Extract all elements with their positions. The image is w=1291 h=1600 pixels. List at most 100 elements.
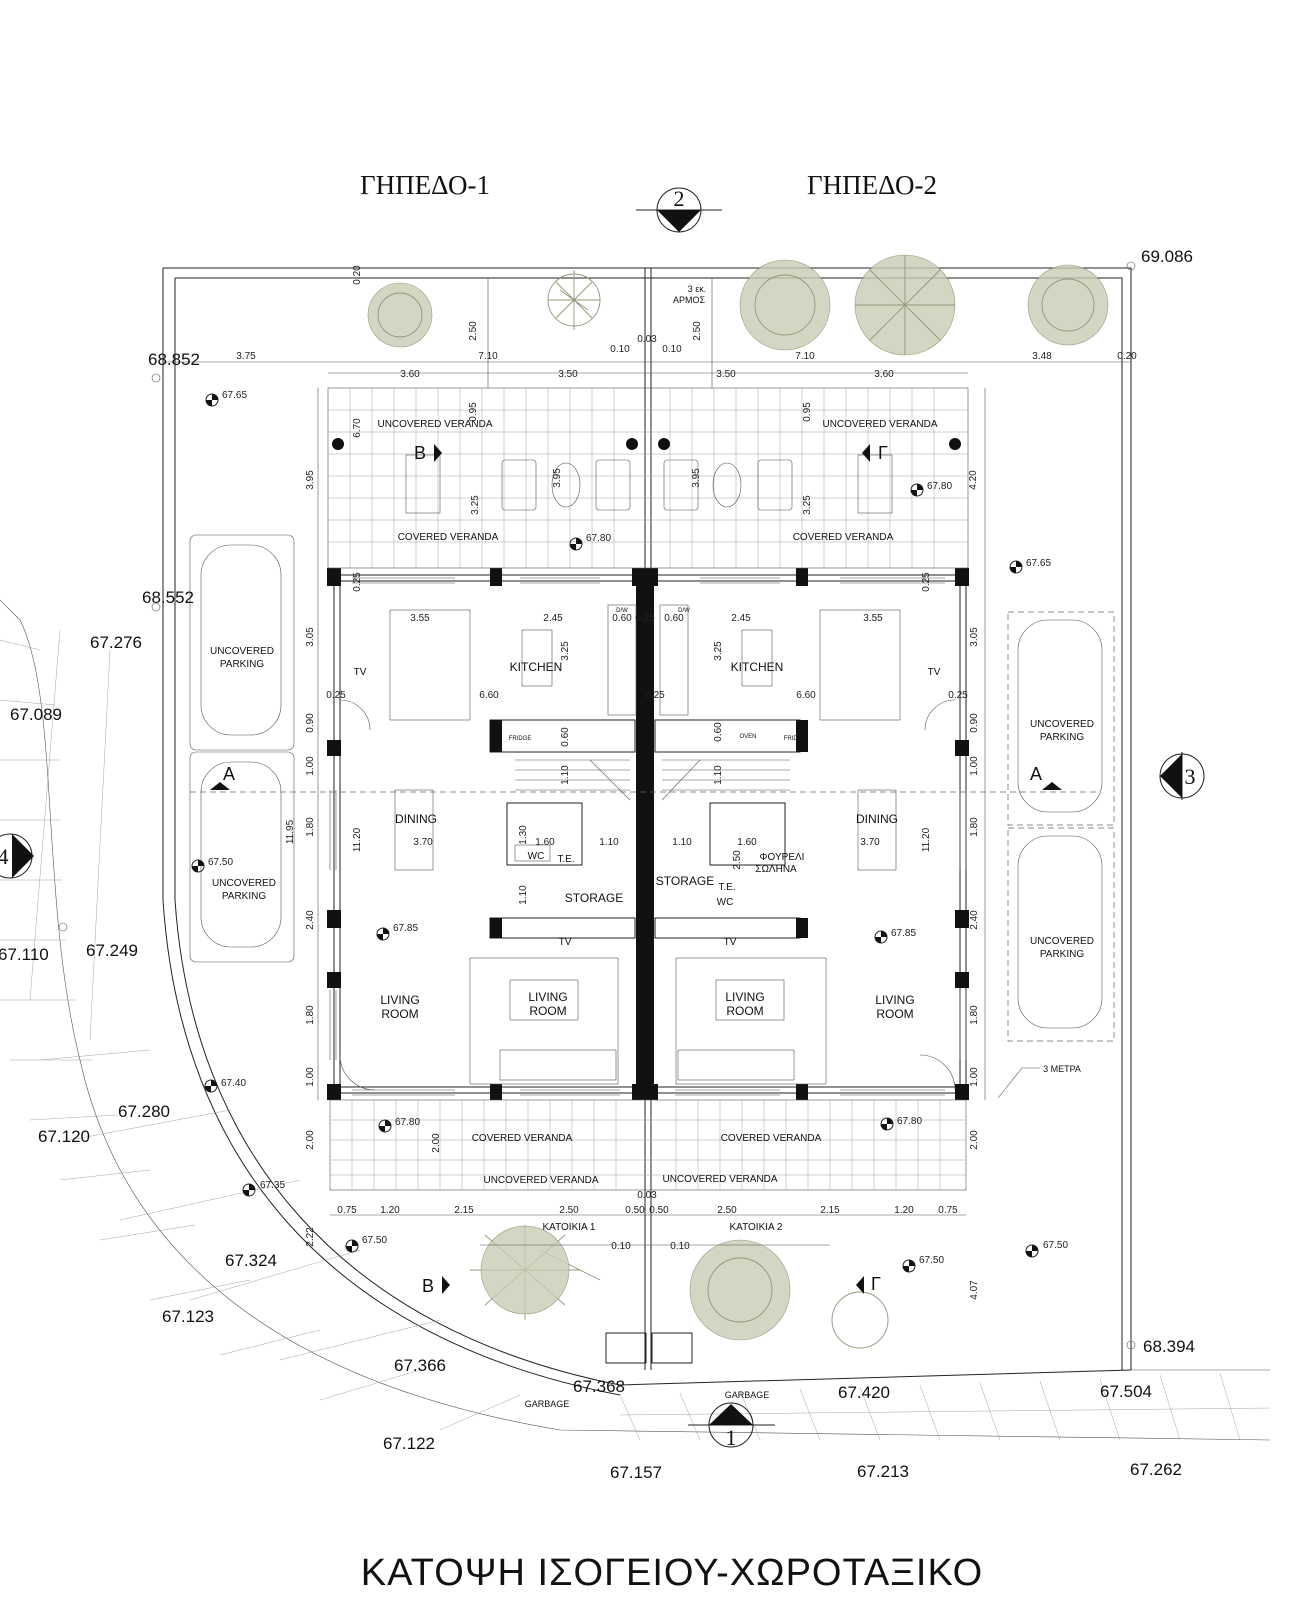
dimension-lines xyxy=(163,278,1131,1246)
dim-text: 3.70 xyxy=(413,837,433,848)
dim-text: 0.75 xyxy=(938,1205,958,1216)
garden-trees-bottom xyxy=(470,1225,889,1349)
survey-elevations: 69.086 68.852 68.552 67.276 67.089 67.11… xyxy=(0,247,1195,1482)
level-marker: 67.40 xyxy=(204,1078,246,1093)
dim-text: 3.95 xyxy=(552,468,563,488)
dim-text: 2.00 xyxy=(305,1130,316,1150)
section-cut-g: Γ xyxy=(878,443,888,463)
covered-veranda-label: COVERED VERANDA xyxy=(398,532,499,543)
elevation-text: 67.249 xyxy=(86,941,138,960)
covered-veranda-label: COVERED VERANDA xyxy=(721,1133,822,1144)
dim-text: 2.50 xyxy=(717,1205,737,1216)
section-marker-bottom-number: 1 xyxy=(726,1425,737,1450)
garden-trees-top xyxy=(367,254,1109,356)
dim-text: 4.07 xyxy=(969,1280,980,1300)
dim-text: 3.55 xyxy=(410,613,430,624)
section-cuts: A A B Γ B Γ xyxy=(190,443,1100,1296)
dim-text: 3.60 xyxy=(874,369,894,380)
covered-veranda-label: COVERED VERANDA xyxy=(472,1133,573,1144)
dim-text: 2.50 xyxy=(692,321,703,341)
tv-label: TV xyxy=(928,667,941,678)
dim-text: 2.22 xyxy=(305,1227,316,1247)
dim-text: 2.40 xyxy=(305,910,316,930)
unit-2-label: ΚΑΤΟΙΚΙΑ 2 xyxy=(730,1222,783,1233)
dim-text: 2.50 xyxy=(732,850,743,870)
level-text: 67.40 xyxy=(221,1078,246,1089)
dim-text: 1.10 xyxy=(599,837,619,848)
level-marker: 67.65 xyxy=(205,390,247,407)
room-labels: UNCOVERED VERANDA UNCOVERED VERANDA COVE… xyxy=(210,419,1094,1409)
living-room-label-line2: ROOM xyxy=(726,1004,763,1018)
dim-text: 0.10 xyxy=(662,344,682,355)
dim-text: 0.25 xyxy=(352,572,363,592)
dw-label: D/W xyxy=(678,608,690,614)
level-marker: 67.50 xyxy=(1025,1240,1068,1258)
dim-text: 3.25 xyxy=(802,495,813,515)
elevation-text: 67.368 xyxy=(573,1377,625,1396)
dim-text: 7.10 xyxy=(795,351,815,362)
living-room-label: LIVING xyxy=(875,993,914,1007)
elevation-text: 67.324 xyxy=(225,1251,277,1270)
section-marker-right: 3 xyxy=(1159,752,1205,800)
elevation-text: 68.552 xyxy=(142,588,194,607)
section-cut-a: A xyxy=(223,764,235,784)
dim-text: 1.80 xyxy=(305,1005,316,1025)
uncovered-veranda-label: UNCOVERED VERANDA xyxy=(822,419,937,430)
level-marker: 67.80 xyxy=(378,1117,420,1133)
dim-text: 3.50 xyxy=(558,369,578,380)
level-text: 67.65 xyxy=(222,390,247,401)
elevation-text: 67.157 xyxy=(610,1463,662,1482)
living-room-label: LIVING xyxy=(380,993,419,1007)
elevation-text: 67.110 xyxy=(0,945,49,964)
section-cut-b: B xyxy=(414,443,426,463)
parking-label: UNCOVERED xyxy=(1030,719,1094,730)
dim-text: 0.25 xyxy=(645,690,665,701)
parking-label-line2: PARKING xyxy=(1040,732,1084,743)
covered-veranda-label: COVERED VERANDA xyxy=(793,532,894,543)
dim-text: 2.45 xyxy=(543,613,563,624)
uncovered-veranda-label: UNCOVERED VERANDA xyxy=(662,1174,777,1185)
garbage-label: GARBAGE xyxy=(725,1390,770,1400)
uncovered-veranda-label: UNCOVERED VERANDA xyxy=(483,1175,598,1186)
dim-text: 3.75 xyxy=(236,351,256,362)
storage-label: STORAGE xyxy=(656,874,714,888)
parking-label-line2: PARKING xyxy=(220,659,264,670)
level-text: 67.50 xyxy=(362,1235,387,1246)
dim-text: 1.10 xyxy=(713,765,724,785)
dim-text: 0.25 xyxy=(948,690,968,701)
dim-text: 1.20 xyxy=(894,1205,914,1216)
dim-text: 3.05 xyxy=(969,627,980,647)
level-marker: 67.35 xyxy=(242,1180,285,1197)
dim-text: 6.70 xyxy=(352,418,363,438)
dim-text: 2.00 xyxy=(969,1130,980,1150)
level-text: 67.80 xyxy=(927,481,952,492)
building-walls xyxy=(327,568,969,1100)
level-marker: 67.80 xyxy=(910,481,952,497)
elevation-text: 67.089 xyxy=(10,705,62,724)
dim-text: 0.10 xyxy=(610,344,630,355)
dim-text: 1.10 xyxy=(518,885,529,905)
parking-label: UNCOVERED xyxy=(210,646,274,657)
dim-text: 1.00 xyxy=(305,1067,316,1087)
tv-label: TV xyxy=(724,937,737,948)
elevation-text: 69.086 xyxy=(1141,247,1193,266)
dim-text: 0.25 xyxy=(921,572,932,592)
dim-text: 0.20 xyxy=(352,265,363,285)
elevation-text: 67.123 xyxy=(162,1307,214,1326)
wc-label: WC xyxy=(717,897,734,908)
dim-text: 3.60 xyxy=(400,369,420,380)
elevation-text: 67.213 xyxy=(857,1462,909,1481)
level-text: 67.50 xyxy=(1043,1240,1068,1251)
dim-text: 0.90 xyxy=(969,713,980,733)
section-marker-bottom: 1 xyxy=(688,1402,775,1450)
section-cut-a: A xyxy=(1030,764,1042,784)
dim-text: 3.95 xyxy=(691,468,702,488)
dim-text: 0.95 xyxy=(468,402,479,422)
level-text: 67.80 xyxy=(586,533,611,544)
sidewalk-paving xyxy=(0,629,1271,1441)
section-marker-left: 4 xyxy=(0,833,34,879)
dim-text: 4.20 xyxy=(968,470,979,490)
dim-text: 0.50 xyxy=(649,1205,669,1216)
joint-note: 3 εκ. xyxy=(688,284,707,294)
notes: 3 εκ. ΑΡΜΟΣ 3 ΜΕΤΡΑ ΦΟΥΡΕΛΙ ΣΩΛΗΝΑ xyxy=(673,284,1081,1099)
